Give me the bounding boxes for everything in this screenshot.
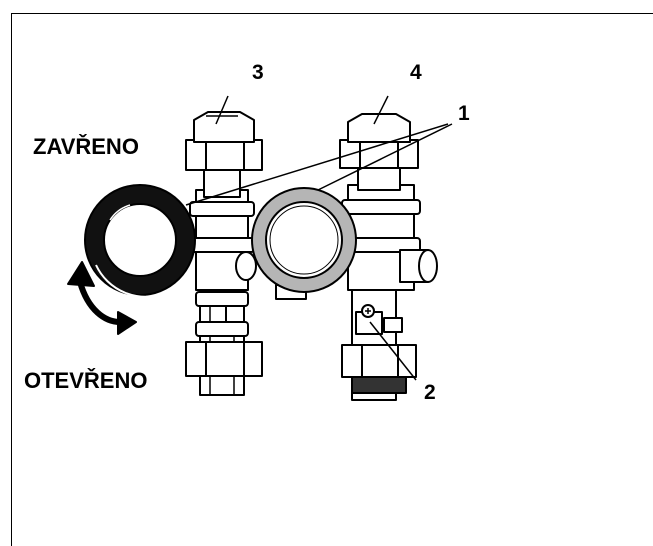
label-closed: ZAVŘENO [33,134,139,159]
diagram-frame [11,13,653,546]
rotation-arrow [67,261,137,335]
label-open: OTEVŘENO [24,368,148,393]
leader-lines [185,95,453,381]
closed-valve-ring [84,184,196,298]
open-valve-ring [251,187,357,300]
left-valve-column [185,111,263,396]
right-valve-column [339,113,438,401]
valve-illustration [67,95,453,401]
callout-3: 3 [252,61,264,84]
callout-4: 4 [410,61,422,84]
callout-2: 2 [424,381,436,404]
callout-1: 1 [458,102,470,125]
